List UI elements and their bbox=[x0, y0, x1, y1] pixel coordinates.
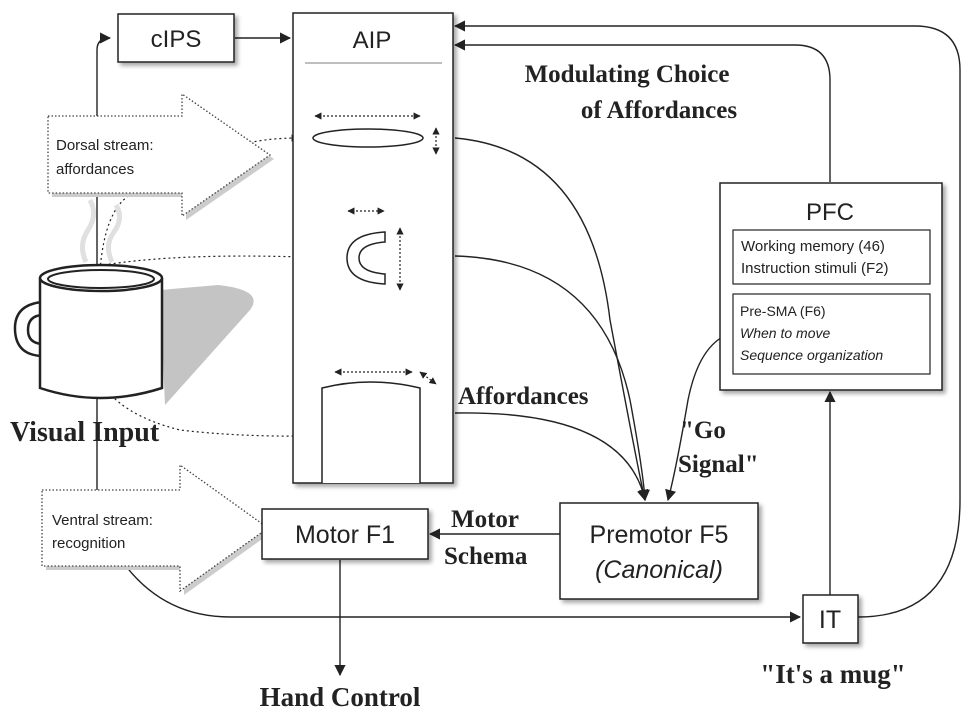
it-box: IT bbox=[802, 594, 859, 644]
motor-schema-line1: Motor bbox=[451, 506, 519, 533]
hand-control-label: Hand Control bbox=[260, 682, 421, 712]
modulating-label-line1: Modulating Choice bbox=[525, 61, 730, 88]
canonical-label: (Canonical) bbox=[595, 556, 723, 584]
working-memory-box: Working memory (46) Instruction stimuli … bbox=[732, 229, 931, 285]
premotor-f5-label: Premotor F5 bbox=[590, 521, 729, 549]
mug-illustration bbox=[13, 198, 254, 405]
premotor-f5-box: Premotor F5 (Canonical) bbox=[559, 502, 759, 600]
dotted-mug-to-handle bbox=[59, 254, 331, 276]
modulating-label-line2: of Affordances bbox=[581, 97, 737, 124]
cips-label: cIPS bbox=[151, 26, 202, 53]
pfc-box: PFC Working memory (46) Instruction stim… bbox=[719, 182, 943, 391]
mug-shadow bbox=[160, 285, 254, 405]
its-a-mug-label: "It's a mug" bbox=[760, 659, 906, 689]
arrow-affordance-body-to-f5 bbox=[454, 412, 649, 502]
dorsal-stream-line2: affordances bbox=[56, 161, 134, 178]
ventral-stream-line1: Ventral stream: bbox=[52, 512, 153, 529]
arrow-affordance-ellipse-to-f5 bbox=[454, 137, 648, 502]
it-label: IT bbox=[819, 606, 841, 634]
ventral-stream-line2: recognition bbox=[52, 535, 125, 552]
annotations: Modulating Choice of Affordances Afforda… bbox=[10, 61, 906, 712]
aip-box: AIP bbox=[292, 12, 454, 484]
instruction-stimuli-label: Instruction stimuli (F2) bbox=[741, 260, 889, 277]
arrow-pfc-to-aip bbox=[453, 39, 831, 182]
motor-f1-label: Motor F1 bbox=[295, 521, 395, 549]
mug-inner-rim bbox=[47, 269, 155, 289]
mug-handle bbox=[13, 300, 44, 358]
dorsal-stream-arrow: Dorsal stream: affordances bbox=[47, 92, 274, 220]
cips-box: cIPS bbox=[117, 13, 235, 63]
go-signal-line1: "Go bbox=[680, 417, 726, 444]
arrow-it-to-aip bbox=[453, 20, 961, 618]
aip-label: AIP bbox=[353, 27, 392, 54]
arrow-presma-to-f5 bbox=[665, 331, 736, 502]
connections bbox=[96, 20, 961, 677]
pfc-label: PFC bbox=[806, 199, 854, 226]
affordance-handle bbox=[346, 207, 404, 291]
dotted-steam-line bbox=[99, 194, 131, 271]
arrow-ventral-to-it bbox=[124, 564, 802, 623]
affordance-body bbox=[321, 368, 437, 483]
presma-label: Pre-SMA (F6) bbox=[740, 303, 826, 319]
working-memory-label: Working memory (46) bbox=[741, 238, 885, 255]
go-signal-line2: Signal" bbox=[678, 451, 759, 478]
steam-wisp bbox=[80, 198, 96, 264]
steam-wisp bbox=[106, 203, 122, 264]
motor-schema-line2: Schema bbox=[444, 543, 528, 570]
arrow-affordance-handle-to-f5 bbox=[454, 255, 650, 502]
sequence-organization-label: Sequence organization bbox=[740, 347, 883, 363]
when-to-move-label: When to move bbox=[740, 325, 830, 341]
affordances-label: Affordances bbox=[458, 383, 589, 410]
affordance-ellipse bbox=[312, 112, 440, 155]
dorsal-stream-line1: Dorsal stream: bbox=[56, 137, 154, 154]
ventral-stream-arrow: Ventral stream: recognition bbox=[41, 463, 272, 595]
motor-f1-box: Motor F1 bbox=[261, 508, 429, 560]
mug-body bbox=[38, 278, 164, 400]
presma-box: Pre-SMA (F6) When to move Sequence organ… bbox=[732, 293, 931, 375]
visual-input-label: Visual Input bbox=[10, 417, 160, 448]
arrow-to-cips bbox=[96, 32, 112, 98]
